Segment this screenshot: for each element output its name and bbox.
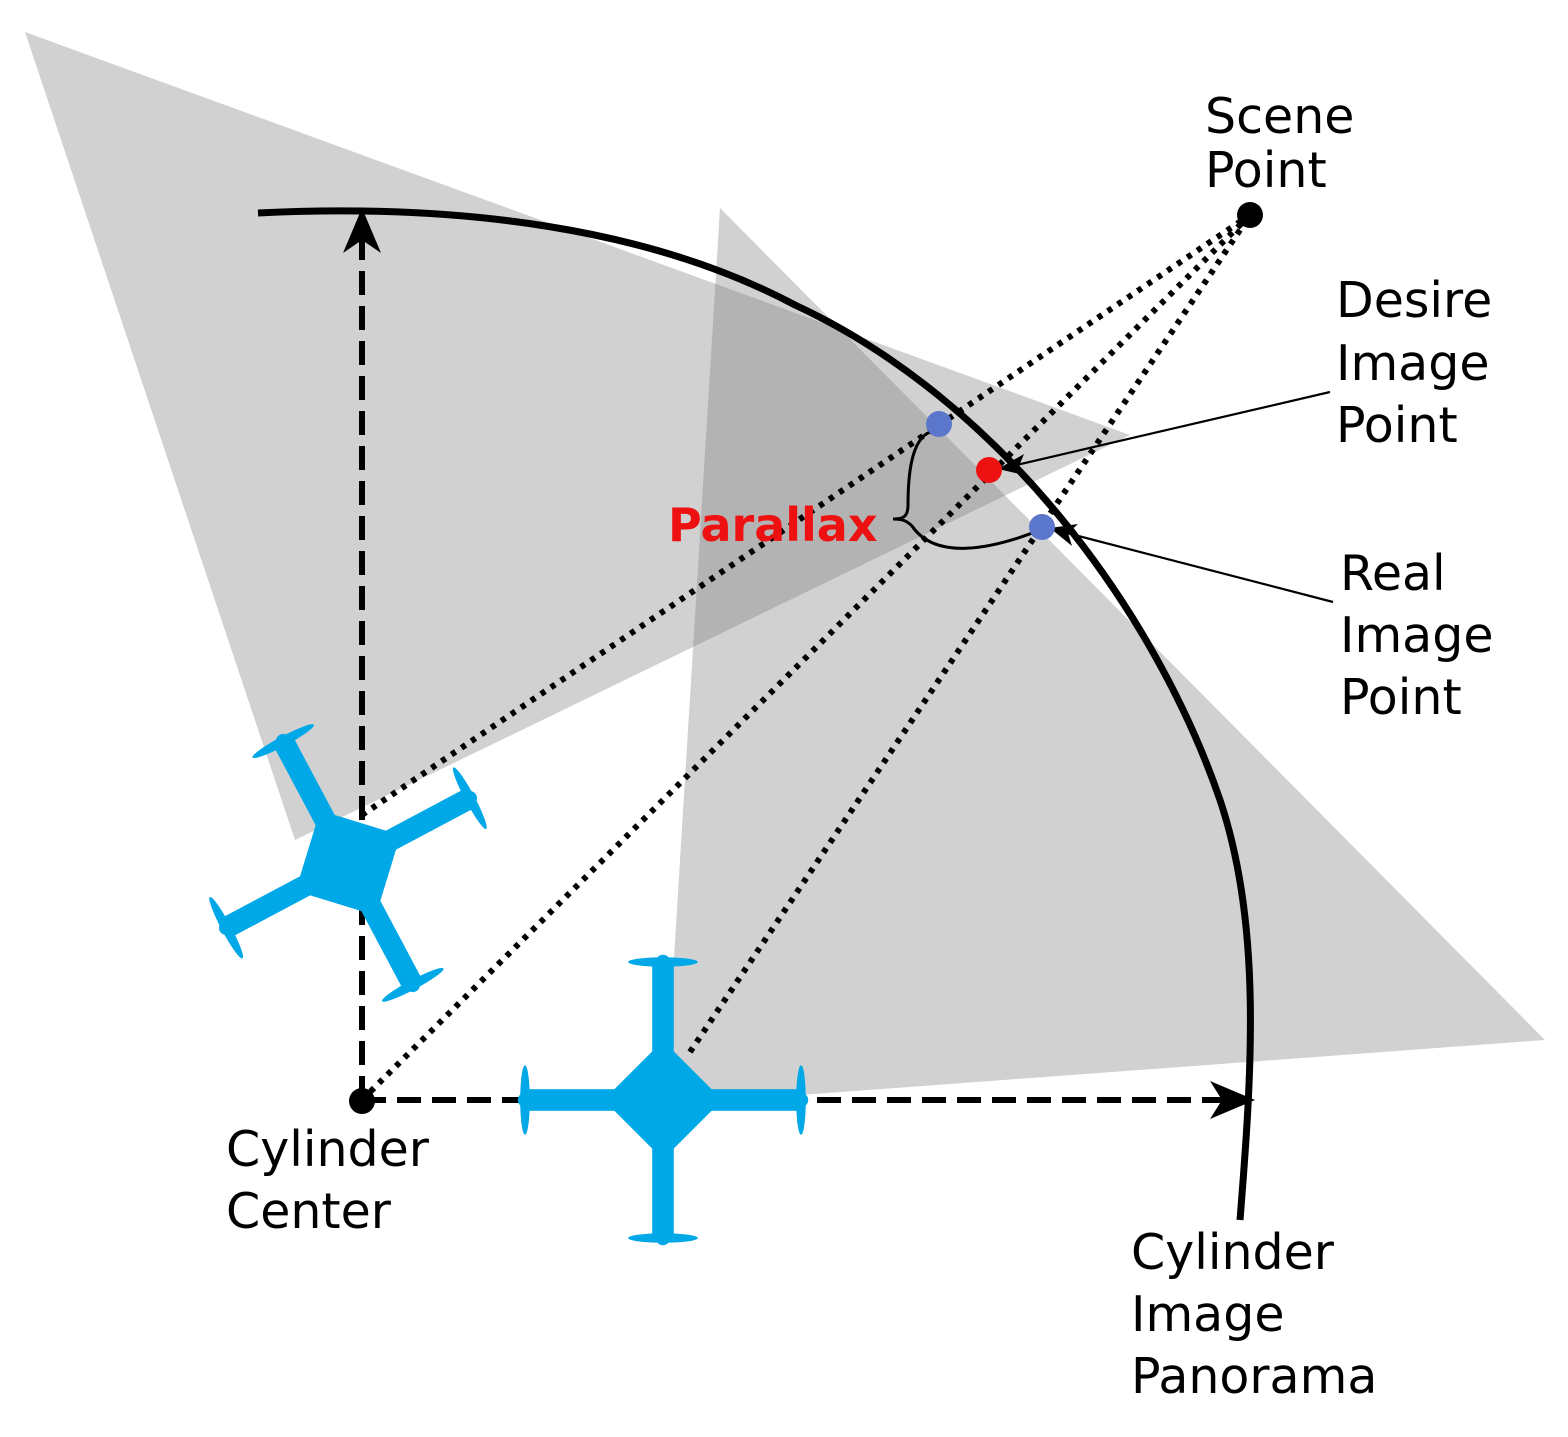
real-image-point-marker [926, 411, 952, 437]
sight-line-center [359, 212, 1253, 1103]
scene-point-marker [1237, 202, 1263, 228]
real-image-point-marker [1029, 514, 1055, 540]
scene-point-label: Scene Point [1205, 88, 1370, 199]
cylinder-image-arc [257, 207, 1254, 1221]
fov-cone-drone-1 [25, 32, 1130, 840]
cylinder-center-label: Cylinder Center [226, 1121, 444, 1240]
desire-point-arrowhead [998, 454, 1028, 476]
cylinder-image-panorama-label: Cylinder Image Panorama [1131, 1224, 1377, 1405]
real-point-arrowhead [1050, 524, 1078, 546]
horizontal-axis-arrowhead [1210, 1081, 1255, 1119]
cylinder-center-marker [349, 1088, 375, 1114]
sight-lines [359, 212, 1253, 1103]
parallax-bracket [892, 430, 1041, 550]
desire-point-leader-line [1011, 390, 1331, 468]
real-image-point-label: Real Image Point [1340, 545, 1509, 726]
real-point-leader-line [1062, 530, 1334, 604]
parallax-label: Parallax [668, 498, 878, 552]
desire-image-point-label: Desire Image Point [1336, 272, 1508, 454]
fov-cone-drone-2 [665, 208, 1545, 1105]
vertical-axis-arrowhead [343, 208, 381, 253]
desire-image-point-marker [976, 457, 1002, 483]
